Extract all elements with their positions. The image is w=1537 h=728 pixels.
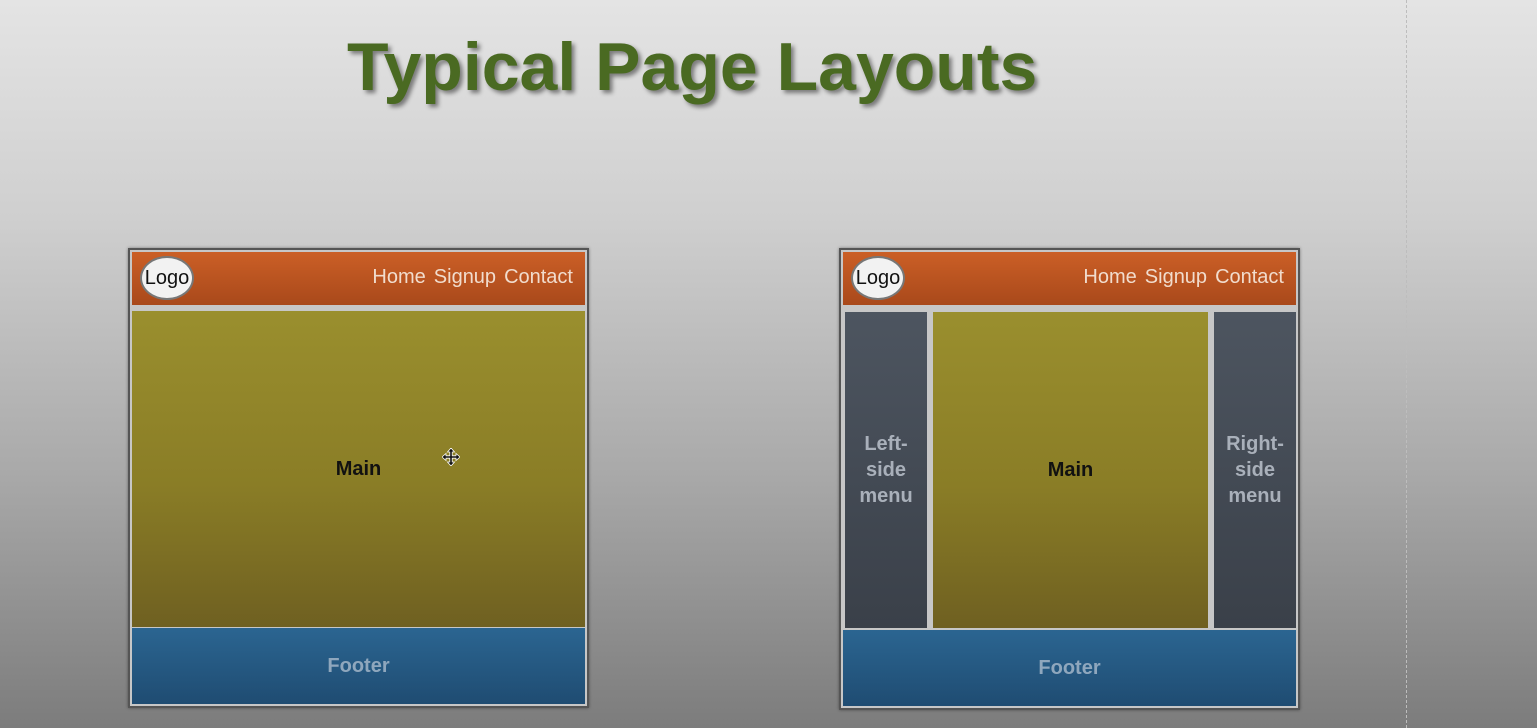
right-menu-line: side: [1234, 459, 1275, 481]
nav-contact: Contact: [504, 266, 573, 288]
main-area: Main: [933, 312, 1208, 628]
layout-header: Logo Home Signup Contact: [132, 252, 585, 305]
logo: Logo: [140, 256, 194, 300]
layout-header: Logo Home Signup Contact: [843, 252, 1296, 305]
nav-contact: Contact: [1215, 266, 1284, 288]
footer-area: Footer: [843, 630, 1296, 706]
left-menu-line: Left-: [864, 433, 908, 455]
nav-signup: Signup: [1144, 266, 1208, 288]
slide-title: Typical Page Layouts: [347, 29, 1038, 105]
main-label: Main: [1047, 458, 1094, 481]
left-menu-line: menu: [859, 485, 913, 507]
right-side-menu: Right- side menu: [1214, 312, 1296, 628]
right-menu-line: menu: [1228, 485, 1282, 507]
footer-label: Footer: [327, 654, 390, 677]
footer-area: Footer: [132, 628, 585, 704]
main-label: Main: [335, 457, 382, 480]
right-menu-line: Right-: [1226, 433, 1284, 455]
left-side-menu: Left- side menu: [845, 312, 927, 628]
move-cursor-icon: [442, 448, 460, 466]
left-menu-line: side: [865, 459, 907, 481]
single-column-layout: Logo Home Signup Contact Main Footer: [128, 248, 589, 708]
footer-label: Footer: [1038, 656, 1101, 679]
nav-links: Home Signup Contact: [372, 266, 573, 289]
nav-signup: Signup: [433, 266, 497, 288]
logo: Logo: [851, 256, 905, 300]
slide-edge-divider: [1406, 0, 1407, 728]
nav-home: Home: [372, 266, 426, 288]
three-column-layout: Logo Home Signup Contact Left- side menu…: [839, 248, 1300, 710]
main-area: Main: [132, 311, 585, 627]
nav-home: Home: [1083, 266, 1137, 288]
nav-links: Home Signup Contact: [1083, 266, 1284, 289]
